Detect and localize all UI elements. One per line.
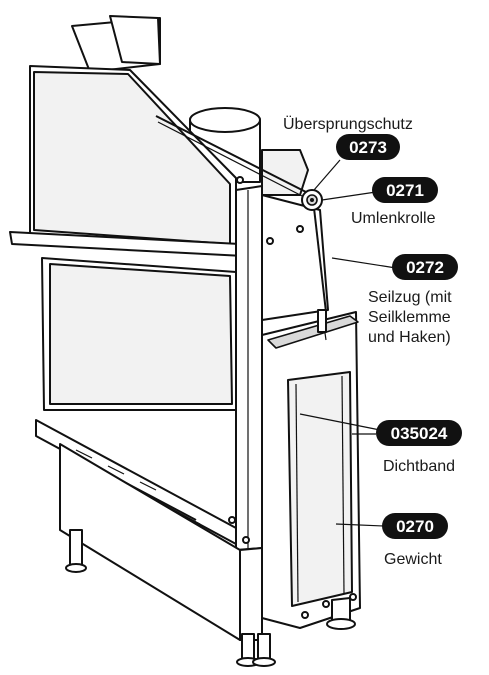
fireplace-body [71,15,361,630]
badge-0272: 0272 [392,254,458,280]
label-dichtband: Dichtband [383,458,455,475]
leader-lines [299,159,397,527]
pulley-umlenkrolle [301,189,323,211]
badge-0270-code: 0270 [396,517,434,536]
badge-035024-code: 035024 [391,424,448,443]
badge-0272-code: 0272 [406,258,444,277]
badge-0271-code: 0271 [386,181,424,200]
label-seilzug-3: und Haken) [368,329,451,346]
badge-0270: 0270 [382,513,448,539]
badge-035024: 035024 [376,420,462,446]
label-seilzug-1: Seilzug (mit [368,289,452,306]
badge-0271: 0271 [372,177,438,203]
badge-0273-code: 0273 [349,138,387,157]
cable-system [155,115,327,341]
door-frame [9,65,276,667]
label-gewicht: Gewicht [384,551,442,568]
label-umlenkrolle: Umlenkrolle [351,210,436,227]
label-seilzug-2: Seilklemme [368,309,451,326]
badge-0273: 0273 [336,134,400,160]
label-uberschutz: Übersprungschutz [283,115,413,133]
